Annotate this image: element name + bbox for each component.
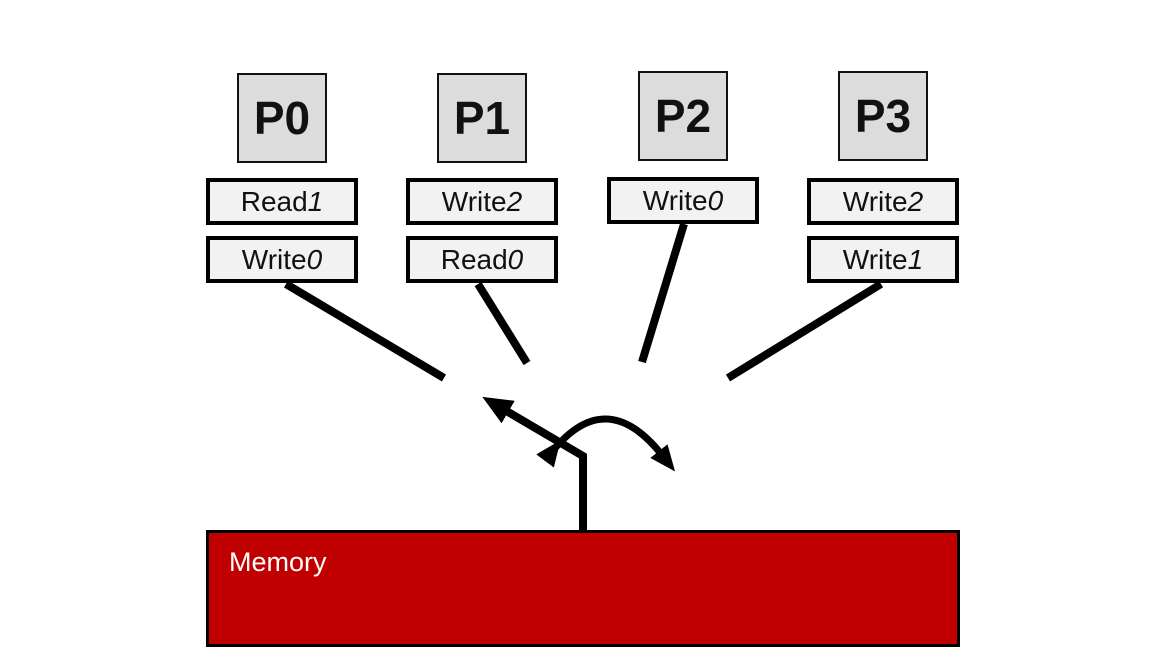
rotation-arc-arrow	[536, 415, 676, 472]
op-name: Write	[842, 185, 908, 217]
op-address: 1	[907, 243, 924, 275]
op-address: 2	[907, 185, 924, 217]
memory-box: Memory	[206, 530, 960, 647]
connection-line-p3	[725, 280, 884, 382]
processor-label: P2	[654, 90, 712, 142]
op-name: Read	[440, 243, 508, 275]
op-address: 0	[507, 243, 524, 275]
processor-label: P1	[453, 92, 511, 144]
processor-box-p2: P2	[638, 71, 728, 161]
processor-box-p0: P0	[237, 73, 327, 163]
processor-label: P3	[854, 90, 912, 142]
op-name: Write	[842, 243, 908, 275]
op-name: Write	[441, 185, 507, 217]
switch-pointer-arrow	[482, 396, 587, 531]
op-address: 0	[707, 184, 724, 216]
processor-box-p3: P3	[838, 71, 928, 161]
connection-line-p1	[474, 281, 531, 366]
processor-box-p1: P1	[437, 73, 527, 163]
op-address: 0	[306, 243, 323, 275]
op-address: 2	[506, 185, 523, 217]
op-address: 1	[307, 185, 324, 217]
op-name: Write	[642, 184, 708, 216]
op-name: Read	[240, 185, 308, 217]
processor-label: P0	[253, 92, 311, 144]
connection-line-p0	[283, 280, 447, 382]
op-name: Write	[241, 243, 307, 275]
memory-label: Memory	[229, 547, 327, 577]
connection-line-p2	[638, 222, 688, 364]
